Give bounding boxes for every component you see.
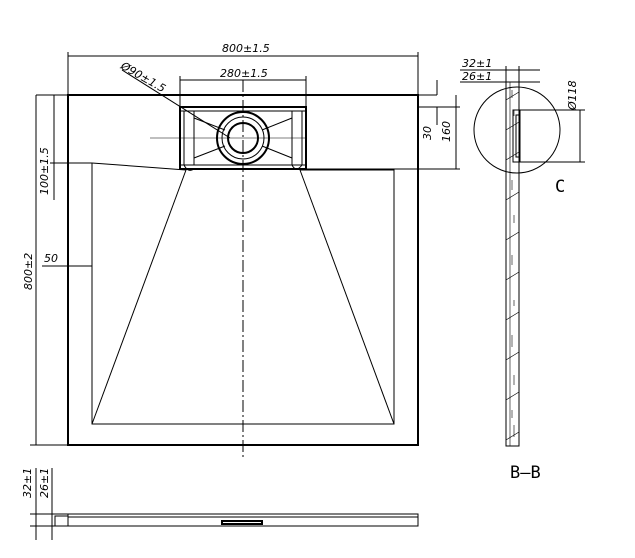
detail-label: C (555, 177, 565, 197)
section-label: B—B (510, 463, 541, 483)
section-view: C 32±1 26±1 Ø118 B—B (460, 57, 585, 483)
dim-section-height-inner: 26±1 (462, 70, 492, 83)
slope-line-right (299, 169, 395, 425)
dim-overall-length: 800±2 (22, 253, 35, 290)
dim-detail-diameter: Ø118 (566, 80, 579, 111)
side-view: 32±1 26±1 (21, 468, 419, 540)
dim-drain-depth: 160 (440, 121, 453, 142)
plan-view (67, 80, 419, 460)
dim-drain-diameter: Ø90±1.5 (118, 59, 168, 95)
dim-border: 50 (44, 252, 58, 265)
dim-overall-width: 800±1.5 (222, 42, 270, 55)
dim-section-height-total: 32±1 (462, 57, 492, 70)
dim-side-height-total: 32±1 (21, 468, 34, 498)
dim-top-band: 100±1.5 (38, 147, 51, 195)
dim-side-height-inner: 26±1 (38, 468, 51, 498)
dim-drain-width: 280±1.5 (220, 67, 268, 80)
detail-circle (473, 86, 561, 174)
dim-edge-to-drain: 30 (421, 126, 434, 140)
slope-line-left (91, 169, 187, 425)
